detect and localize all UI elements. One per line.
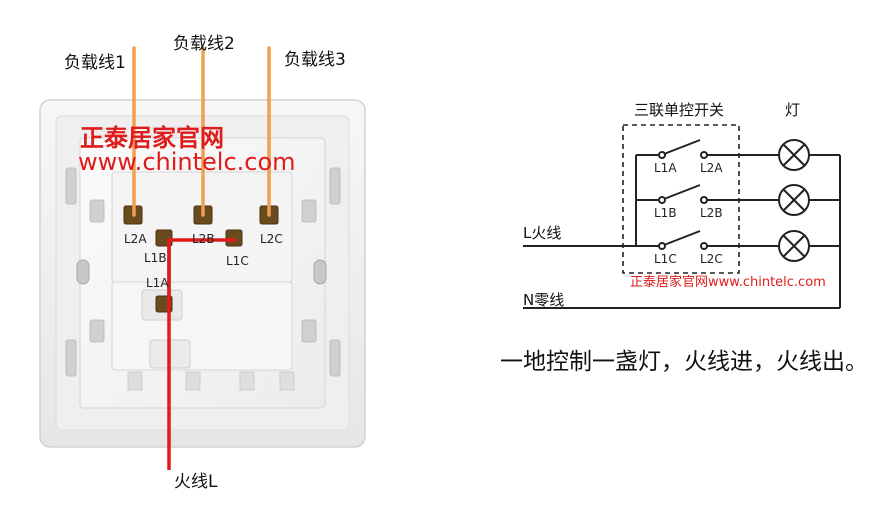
terminal-l1c [225, 229, 243, 247]
contact-label: L1C [654, 252, 677, 266]
schematic-watermark: 正泰居家官网www.chintelc.com [630, 275, 826, 290]
schematic [523, 124, 841, 309]
bottom-ridge [239, 371, 255, 391]
contact-row [658, 230, 708, 250]
terminal-label-l2c: L2C [260, 232, 283, 246]
bottom-ridge [279, 371, 295, 391]
bottom-ridge [185, 371, 201, 391]
load-wire-3-label: 负载线3 [284, 50, 346, 70]
side-clip [301, 319, 317, 343]
watermark-brand: 正泰居家官网 [80, 124, 224, 152]
neutral-line-label: N零线 [523, 291, 565, 309]
terminal-label-l1c: L1C [226, 254, 249, 268]
lower-module [111, 281, 293, 371]
side-slot [329, 167, 341, 205]
lamp-symbol [778, 184, 810, 216]
terminal-label-l1a: L1A [146, 276, 169, 290]
live-line-label: L火线 [523, 224, 562, 242]
switch-box-title: 三联单控开关 [634, 101, 725, 119]
terminal-label-l2b: L2B [192, 232, 215, 246]
side-slot [65, 167, 77, 205]
contact-label: L1A [654, 161, 677, 175]
terminal-label-l2a: L2A [124, 232, 147, 246]
lamp-title: 灯 [785, 101, 801, 119]
contact-label: L2C [700, 252, 723, 266]
lamp-symbol [778, 230, 810, 262]
live-wire-label: 火线L [174, 472, 218, 492]
caption: 一地控制一盏灯，火线进，火线出。 [500, 349, 868, 375]
side-clip [301, 199, 317, 223]
side-slot [65, 339, 77, 377]
contact-row [658, 184, 708, 204]
bottom-ridge [127, 371, 143, 391]
side-clip [89, 319, 105, 343]
side-slot [329, 339, 341, 377]
contact-label: L2A [700, 161, 723, 175]
load-wire-2-label: 负载线2 [173, 34, 235, 54]
contact-label: L1B [654, 206, 677, 220]
screw-hole [76, 259, 90, 285]
contact-row [658, 139, 708, 159]
lamp-symbol [778, 139, 810, 171]
watermark-url: www.chintelc.com [78, 148, 296, 176]
load-wire-1-label: 负载线1 [64, 53, 126, 73]
screw-hole [313, 259, 327, 285]
contact-label: L2B [700, 206, 723, 220]
side-clip [89, 199, 105, 223]
terminal-label-l1b: L1B [144, 251, 167, 265]
